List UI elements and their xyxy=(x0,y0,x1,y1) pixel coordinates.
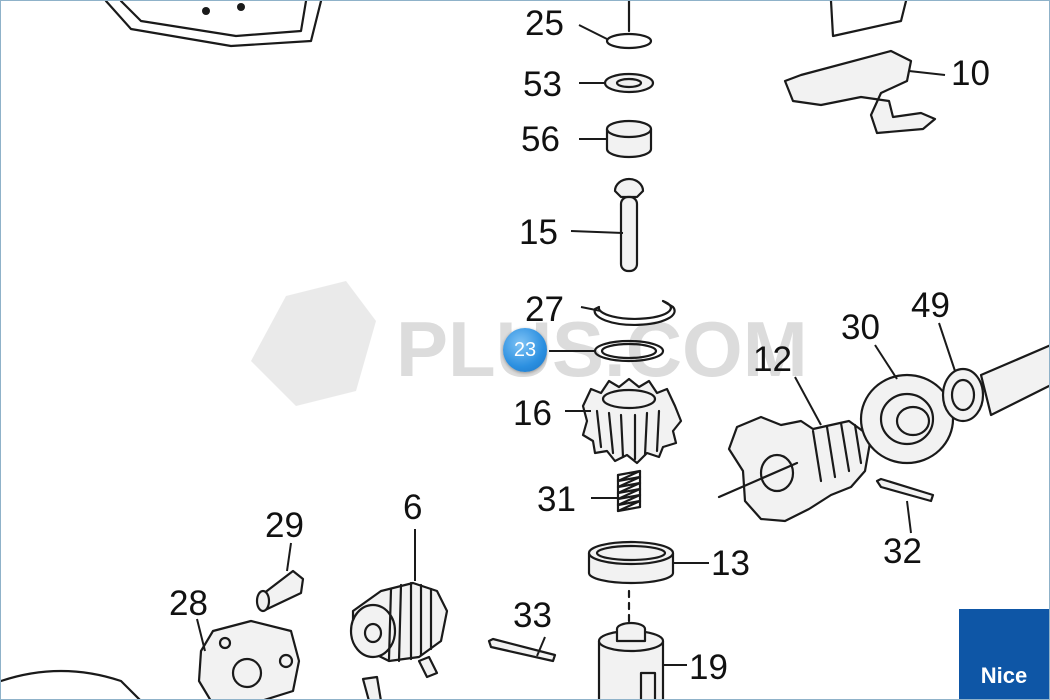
brand-text: Nice xyxy=(980,663,1028,688)
part-10-fork xyxy=(783,49,937,135)
label-32: 32 xyxy=(883,532,922,571)
part-33-pin xyxy=(487,637,557,663)
label-33: 33 xyxy=(513,596,552,635)
label-6: 6 xyxy=(403,488,422,527)
part-16-gear xyxy=(581,377,683,465)
label-31: 31 xyxy=(537,480,576,519)
label-56: 56 xyxy=(521,120,560,159)
label-15: 15 xyxy=(519,213,558,252)
gearbox-housing xyxy=(104,1,323,48)
highlighted-part-callout[interactable]: 23 xyxy=(503,328,547,372)
part-29-bolt xyxy=(255,569,305,613)
label-27: 27 xyxy=(525,290,564,329)
label-53: 53 xyxy=(523,65,562,104)
brand-logo: Nice xyxy=(959,609,1049,699)
part-15-pin xyxy=(613,177,645,273)
bracket-top-right xyxy=(829,1,908,38)
part-31-spring xyxy=(616,469,642,513)
label-28: 28 xyxy=(169,584,208,623)
part-56-bushing xyxy=(605,119,653,159)
label-10: 10 xyxy=(951,54,990,93)
leader-lines xyxy=(196,24,956,666)
label-16: 16 xyxy=(513,394,552,433)
part-28-bracket xyxy=(197,619,301,699)
part-labels: 25 53 56 15 27 16 31 13 19 33 6 29 28 10… xyxy=(169,4,990,687)
label-12: 12 xyxy=(753,340,792,379)
output-shaft xyxy=(979,344,1049,417)
label-30: 30 xyxy=(841,308,880,347)
part-19-shaft xyxy=(597,589,665,699)
part-32-pin xyxy=(875,477,935,503)
part-49-ring xyxy=(941,367,985,423)
label-25: 25 xyxy=(525,4,564,43)
part-12-bevel-gear xyxy=(717,415,873,523)
housing-bottom-left xyxy=(1,669,141,699)
part-13-sleeve xyxy=(587,540,675,585)
part-27-circlip xyxy=(593,299,676,327)
part-53-washer xyxy=(603,72,655,94)
callout-label: 23 xyxy=(513,338,537,361)
label-19: 19 xyxy=(689,648,728,687)
label-13: 13 xyxy=(711,544,750,583)
part-30-bearing xyxy=(859,373,955,465)
label-49: 49 xyxy=(911,286,950,325)
part-6-worm xyxy=(349,581,449,699)
label-29: 29 xyxy=(265,506,304,545)
part-25-oring xyxy=(605,32,653,50)
